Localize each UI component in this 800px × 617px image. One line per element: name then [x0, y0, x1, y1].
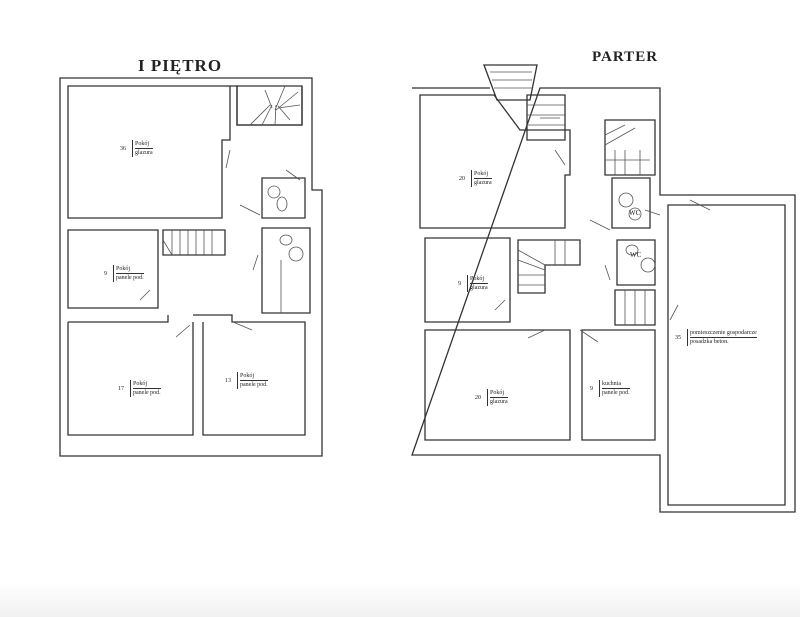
- room-area: 20: [475, 394, 481, 401]
- wc-label: WC: [629, 209, 641, 217]
- room-floor: glazura: [135, 150, 153, 156]
- room-floor: glazura: [490, 399, 508, 405]
- room-area: 35: [675, 334, 681, 341]
- room-floor: glazura: [470, 285, 488, 291]
- floor-title-ground: PARTER: [592, 49, 659, 65]
- room-name: Pokój: [470, 275, 488, 284]
- room-name: Pokój: [133, 380, 161, 389]
- room-name: pomieszczenie gospodarcze: [690, 330, 757, 338]
- room-area: 9: [590, 385, 593, 392]
- room-name: Pokój: [490, 389, 508, 398]
- entrance-stairs: [483, 64, 538, 101]
- room-floor: panele pod.: [133, 390, 161, 396]
- room-9-ground: [424, 237, 511, 323]
- room-area: 36: [120, 145, 126, 152]
- wc-label: WC: [630, 251, 642, 259]
- wc-2: [616, 239, 656, 286]
- room-area: 9: [104, 270, 107, 277]
- floor-title-first: I PIĘTRO: [138, 56, 223, 75]
- room-area: 17: [118, 385, 124, 392]
- stairs-right: [604, 119, 656, 176]
- wc-1: [611, 177, 651, 229]
- room-name: Pokój: [474, 170, 492, 179]
- bathroom-1: [261, 177, 306, 219]
- room-20-bottom: [424, 329, 571, 441]
- room-floor: glazura: [474, 180, 492, 186]
- room-name: kuchnia: [602, 380, 630, 389]
- room-name: Pokój: [240, 372, 268, 381]
- scan-edge: [0, 582, 800, 617]
- plan-first-floor: [59, 77, 323, 457]
- kitchen: [581, 329, 656, 441]
- room-20-top: [419, 94, 571, 229]
- plan-ground-floor: [411, 64, 796, 513]
- room-name: Pokój: [135, 140, 153, 149]
- storage-room: [667, 204, 786, 506]
- room-area: 13: [225, 377, 231, 384]
- room-floor: panele pod.: [116, 275, 144, 281]
- room-floor: posadzka beton.: [690, 339, 729, 345]
- room-area: 9: [458, 280, 461, 287]
- spiral-stairs: [236, 85, 303, 126]
- stairs-small: [614, 289, 656, 326]
- room-floor: panele pod.: [240, 382, 268, 388]
- room-floor: panele pod.: [602, 390, 630, 396]
- room-17: [67, 315, 194, 436]
- room-name: Pokój: [116, 265, 144, 274]
- stairs-top: [526, 94, 566, 141]
- room-9: [67, 229, 159, 309]
- room-13: [193, 314, 306, 436]
- room-area: 20: [459, 175, 465, 182]
- bathroom-2: [261, 227, 311, 314]
